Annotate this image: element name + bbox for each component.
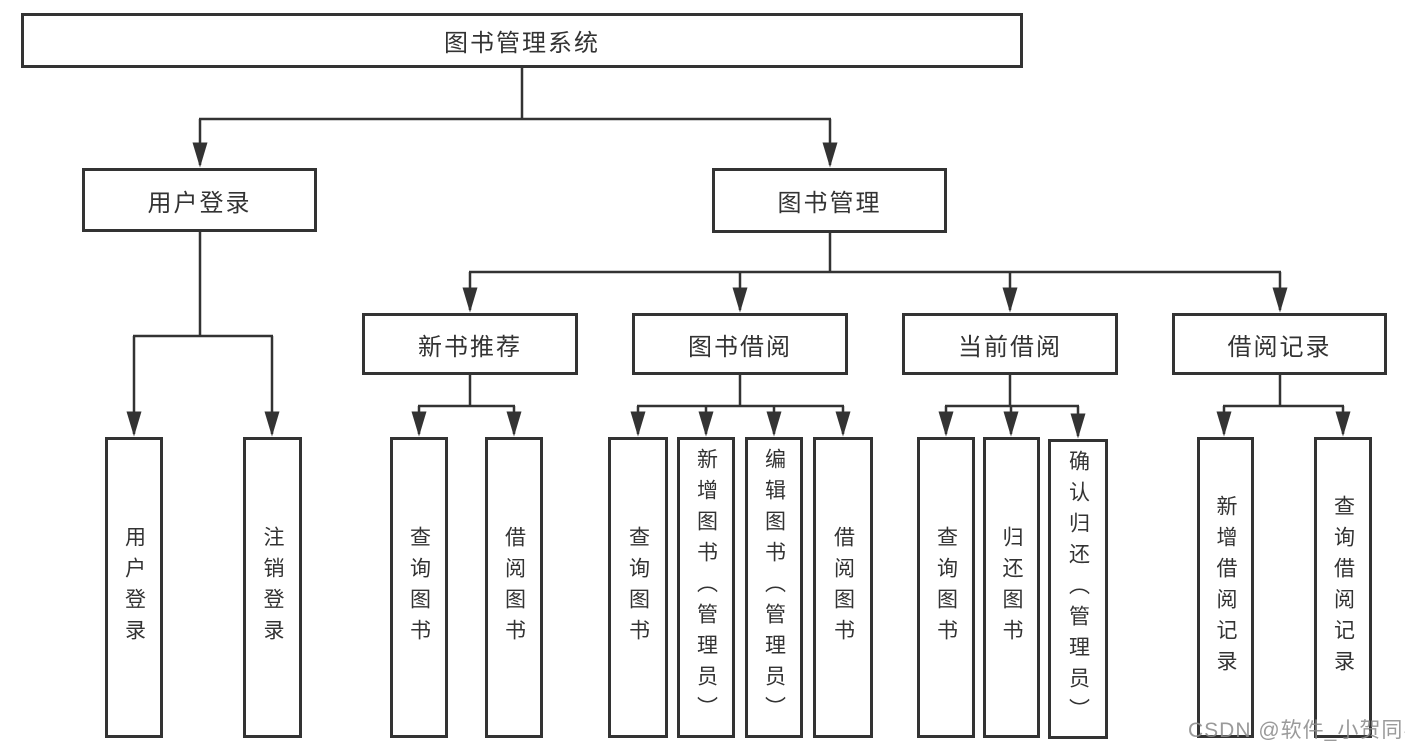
- node-label: 用户登录: [122, 525, 146, 650]
- node-leaf-query-borrow-record: 查询借阅记录: [1314, 437, 1372, 738]
- watermark: CSDN @软件_小贺同学: [1188, 719, 1405, 742]
- node-leaf-borrow-books: 借阅图书: [813, 437, 873, 738]
- node-label: 查询图书: [407, 525, 431, 650]
- node-leaf-borrow-books: 借阅图书: [485, 437, 543, 738]
- node-leaf-query-books: 查询图书: [390, 437, 448, 738]
- node-leaf-return-books: 归还图书: [983, 437, 1040, 738]
- node-label: 查询借阅记录: [1331, 494, 1355, 681]
- node-leaf-query-books: 查询图书: [608, 437, 668, 738]
- node-label: 编辑图书（管理员）: [762, 448, 786, 727]
- node-leaf-confirm-return-admin: 确认归还（管理员）: [1048, 439, 1108, 739]
- node-borrowing-records: 借阅记录: [1172, 313, 1387, 375]
- node-root: 图书管理系统: [21, 13, 1023, 68]
- node-leaf-query-books: 查询图书: [917, 437, 975, 738]
- node-label: 确认归还（管理员）: [1066, 449, 1090, 729]
- node-label: 归还图书: [1000, 525, 1023, 650]
- node-leaf-edit-books-admin: 编辑图书（管理员）: [745, 437, 803, 738]
- node-leaf-logout: 注销登录: [243, 437, 302, 738]
- node-label: 查询图书: [626, 525, 650, 650]
- node-book-borrowing: 图书借阅: [632, 313, 848, 375]
- node-book-management: 图书管理: [712, 168, 947, 233]
- node-label: 新增借阅记录: [1214, 494, 1237, 681]
- node-new-book-recommendation: 新书推荐: [362, 313, 578, 375]
- node-label: 借阅图书: [831, 525, 855, 650]
- node-leaf-add-books-admin: 新增图书（管理员）: [677, 437, 735, 738]
- node-label: 注销登录: [261, 525, 284, 650]
- node-user-login: 用户登录: [82, 168, 317, 232]
- node-leaf-user-login: 用户登录: [105, 437, 163, 738]
- node-label: 新增图书（管理员）: [694, 448, 718, 727]
- node-current-borrowing: 当前借阅: [902, 313, 1118, 375]
- node-leaf-add-borrow-record: 新增借阅记录: [1197, 437, 1254, 738]
- node-label: 查询图书: [934, 525, 958, 650]
- node-label: 借阅图书: [502, 525, 526, 650]
